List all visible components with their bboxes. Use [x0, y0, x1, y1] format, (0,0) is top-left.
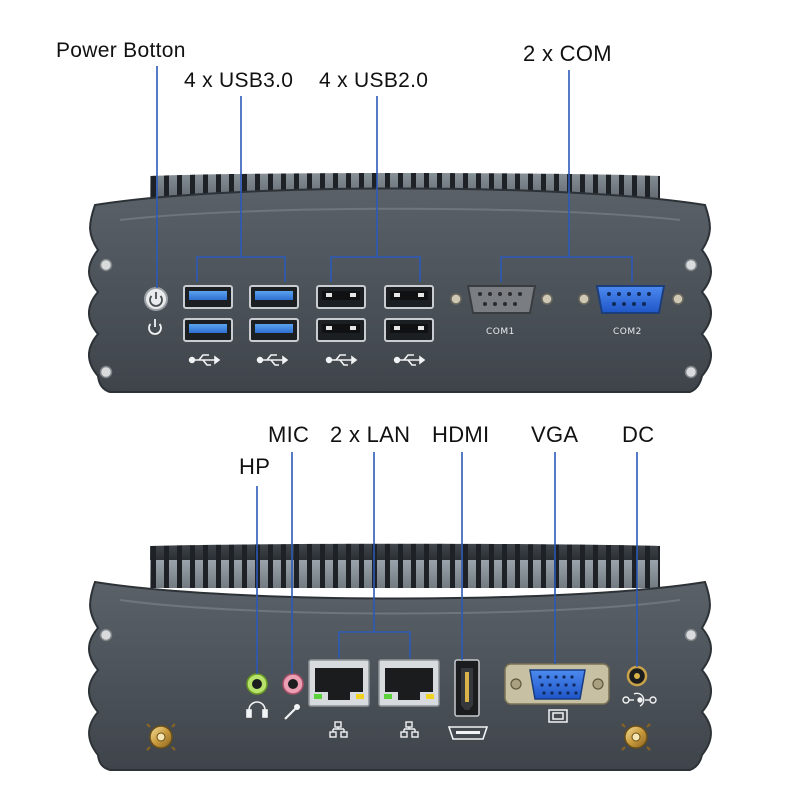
- power-button[interactable]: [144, 287, 168, 311]
- vga-icon: [548, 709, 568, 723]
- hdmi-icon: [447, 726, 489, 740]
- usb3-port[interactable]: [249, 285, 299, 309]
- dc-polarity-icon: [622, 692, 657, 707]
- hp-callout: HP: [239, 454, 271, 479]
- hdmi-port[interactable]: [454, 659, 480, 717]
- usb2-port[interactable]: [384, 285, 434, 309]
- microphone-jack[interactable]: [282, 673, 304, 695]
- mic-callout: MIC: [268, 422, 310, 447]
- headphone-jack[interactable]: [246, 673, 268, 695]
- screw: [684, 365, 698, 379]
- dc-callout: DC: [622, 422, 655, 447]
- screw: [684, 628, 698, 642]
- lan-port[interactable]: [308, 659, 370, 707]
- wifi-antenna-connector-icon: [146, 723, 176, 751]
- usb30-callout: 4 x USB3.0: [184, 69, 294, 92]
- usb-icon: [256, 354, 289, 366]
- usb-icon: [393, 354, 426, 366]
- usb2-port[interactable]: [316, 285, 366, 309]
- power-button-callout: Power Botton: [56, 39, 186, 62]
- headphone-icon: [246, 701, 268, 718]
- vga-port[interactable]: [504, 663, 610, 705]
- usb2-port[interactable]: [384, 318, 434, 342]
- hdmi-callout: HDMI: [432, 422, 490, 447]
- lan-icon: [329, 721, 348, 738]
- rear-panel-device: [88, 543, 712, 771]
- screw: [99, 258, 113, 272]
- screw: [99, 365, 113, 379]
- com2-port[interactable]: [578, 285, 684, 314]
- usb2-port[interactable]: [316, 318, 366, 342]
- com1-label: COM1: [486, 327, 515, 337]
- wifi-antenna-connector-icon: [621, 723, 651, 751]
- front-panel-device: COM1 COM2: [88, 173, 712, 393]
- usb20-callout: 4 x USB2.0: [319, 69, 429, 92]
- lan-port[interactable]: [378, 659, 440, 707]
- lan-icon: [400, 721, 419, 738]
- dc-jack[interactable]: [626, 665, 648, 687]
- screw: [684, 258, 698, 272]
- usb-icon: [188, 354, 221, 366]
- com-callout: 2 x COM: [523, 41, 612, 66]
- screw: [99, 628, 113, 642]
- power-icon: [148, 319, 162, 335]
- usb3-port[interactable]: [183, 285, 233, 309]
- microphone-icon: [284, 704, 300, 720]
- callout-lines-top: [156, 66, 633, 288]
- com2-label: COM2: [613, 327, 642, 337]
- lan-callout: 2 x LAN: [330, 422, 411, 447]
- vga-callout: VGA: [531, 422, 579, 447]
- usb3-port[interactable]: [183, 318, 233, 342]
- com1-port[interactable]: [450, 285, 553, 314]
- usb-icon: [325, 354, 358, 366]
- callout-lines-bottom: [256, 452, 638, 674]
- usb3-port[interactable]: [249, 318, 299, 342]
